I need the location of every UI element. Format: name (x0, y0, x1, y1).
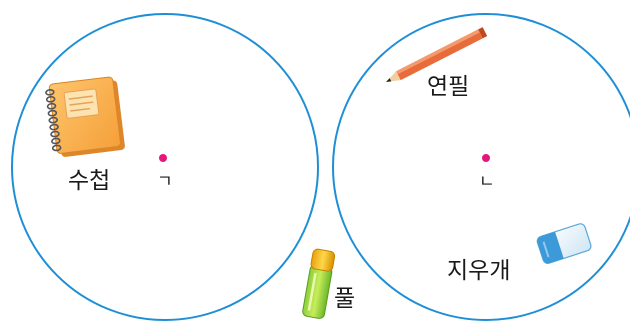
center-label-right: ㄴ (479, 172, 495, 192)
glue-stick-icon (302, 248, 336, 319)
item-label-pencil: 연필 (427, 74, 469, 100)
notebook-icon (45, 76, 125, 157)
center-dot-left (159, 154, 167, 162)
item-label-glue-stick: 풀 (334, 286, 355, 312)
center-dot-right (482, 154, 490, 162)
center-label-left: ㄱ (157, 172, 173, 192)
eraser-icon (536, 223, 592, 264)
pencil-icon (386, 27, 488, 82)
circle-left (11, 13, 319, 321)
circle-right (332, 13, 630, 321)
item-label-notebook: 수첩 (68, 168, 110, 194)
item-label-eraser: 지우개 (447, 258, 510, 284)
